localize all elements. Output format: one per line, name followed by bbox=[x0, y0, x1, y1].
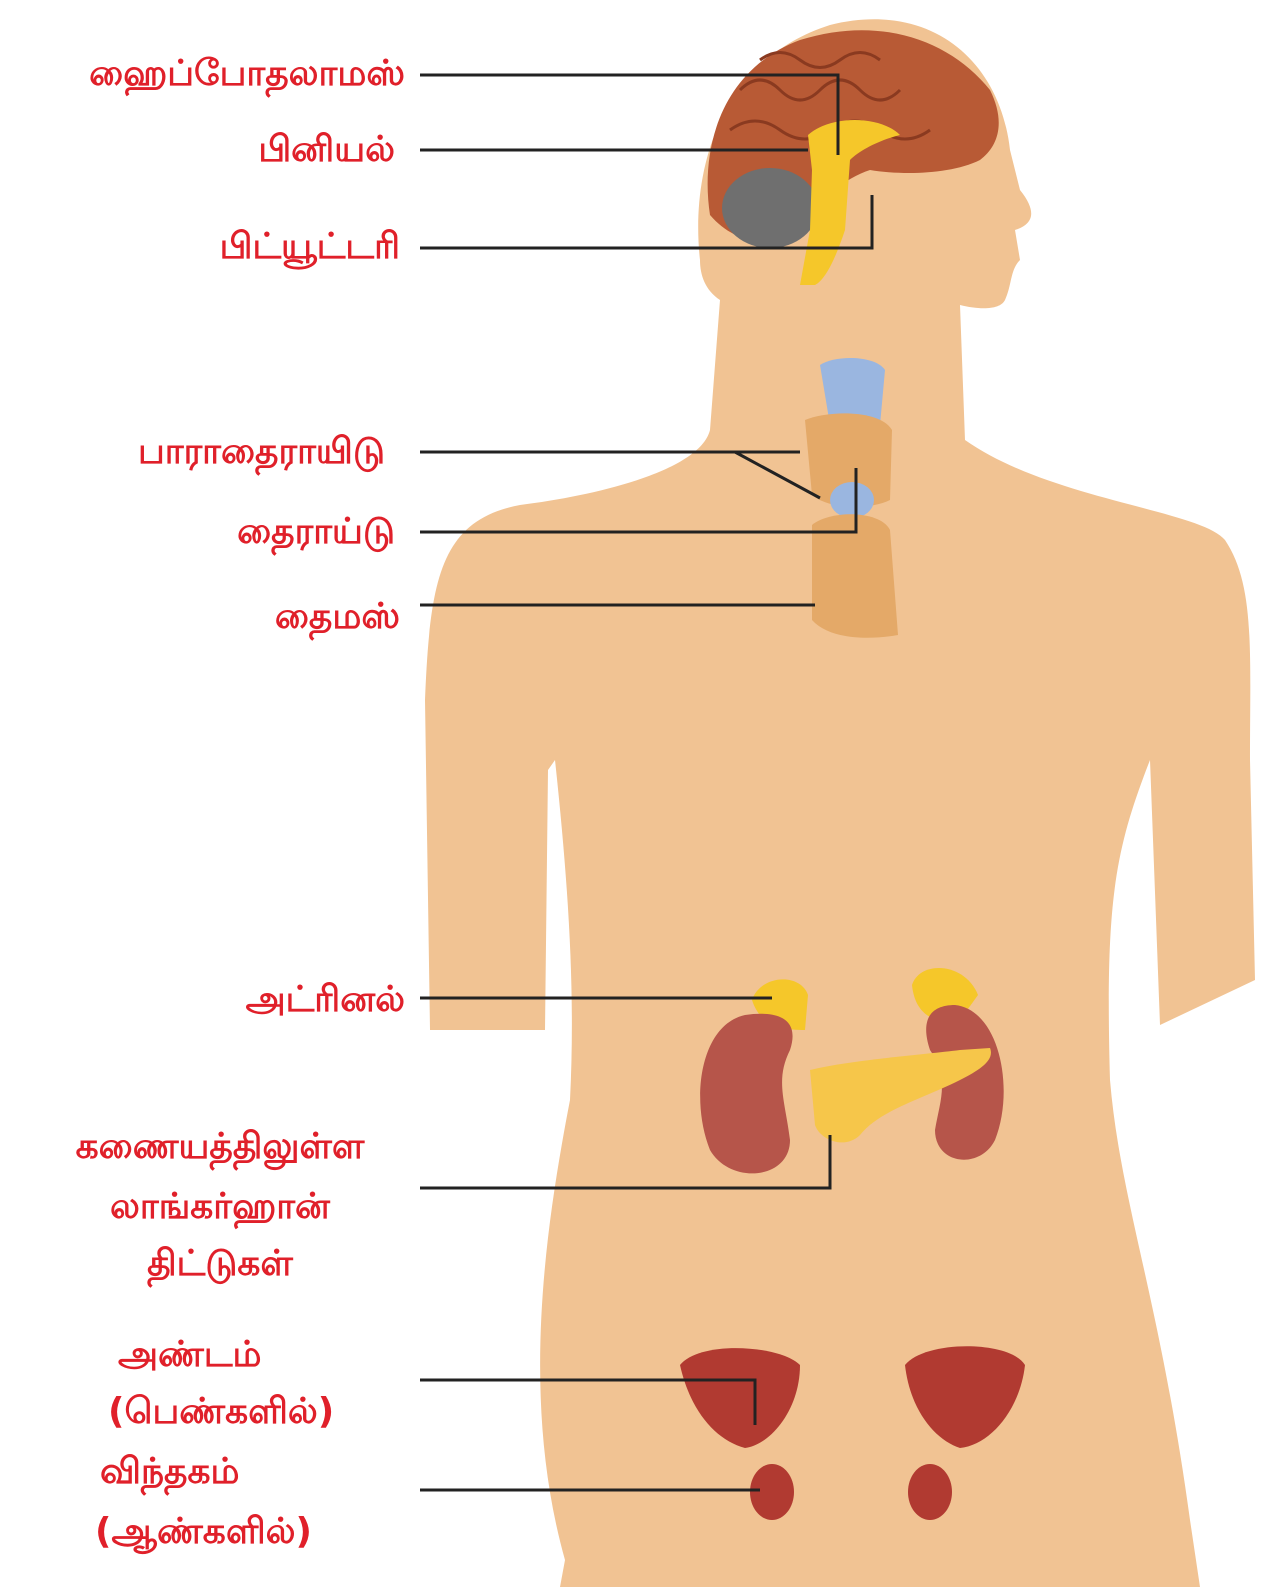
label-ovary-line1: அண்டம் bbox=[118, 1333, 261, 1376]
label-pancreas-line2: லாங்கர்ஹான் bbox=[20, 1185, 420, 1228]
testis-right bbox=[908, 1464, 952, 1520]
label-pituitary: பிட்யூட்டரி bbox=[220, 225, 400, 268]
label-parathyroid: பாராதைராயிடு bbox=[138, 430, 385, 473]
cerebellum bbox=[722, 168, 818, 248]
label-adrenal: அட்ரினல் bbox=[246, 978, 405, 1021]
label-pineal: பினியல் bbox=[258, 128, 395, 171]
label-pancreas-line3: திட்டுகள் bbox=[20, 1242, 420, 1285]
label-ovary-line2: (பெண்களில்) bbox=[108, 1390, 334, 1433]
body-silhouette bbox=[425, 19, 1255, 1587]
label-pancreas-line1: கணையத்திலுள்ள bbox=[20, 1125, 420, 1168]
label-testis-line2: (ஆண்களில்) bbox=[95, 1510, 312, 1553]
label-thymus: தைமஸ் bbox=[275, 595, 400, 638]
label-testis-line1: விந்தகம் bbox=[100, 1450, 240, 1493]
label-hypothalamus: ஹைப்போதலாமஸ் bbox=[89, 52, 405, 95]
testis-left bbox=[750, 1464, 794, 1520]
trachea-blue bbox=[830, 482, 874, 518]
label-thyroid: தைராய்டு bbox=[237, 510, 395, 553]
